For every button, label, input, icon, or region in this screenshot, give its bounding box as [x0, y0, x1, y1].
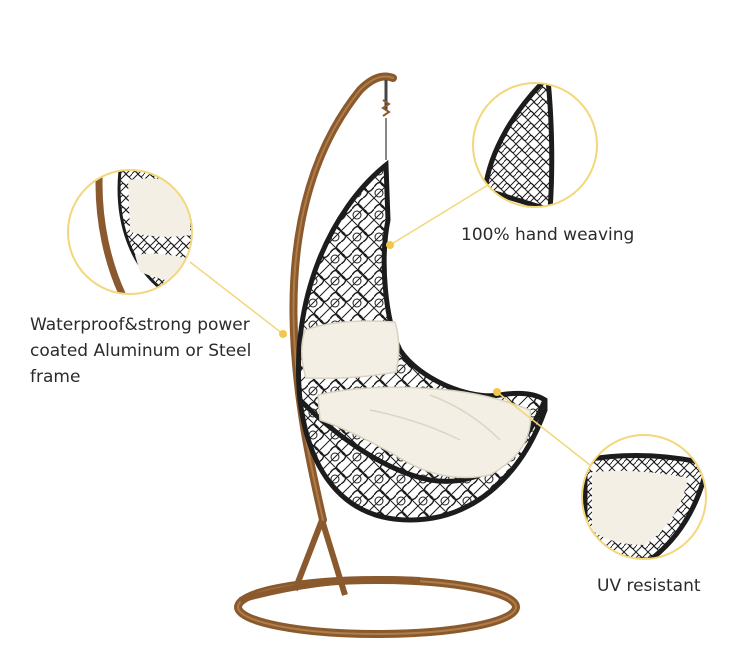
- frame-label-line-3: frame: [30, 367, 81, 387]
- callout-label-uv: UV resistant: [597, 576, 701, 596]
- chair-cushions: [301, 320, 532, 479]
- callout-lines: [189, 184, 591, 466]
- callout-uv-detail: [581, 434, 707, 560]
- callout-weaving-detail: [472, 82, 598, 208]
- frame-label-line-1: Waterproof&strong power: [30, 315, 250, 335]
- stand-frame: [234, 72, 520, 638]
- callout-label-weaving: 100% hand weaving: [461, 225, 635, 245]
- frame-label-line-2: coated Aluminum or Steel: [30, 341, 252, 361]
- callout-dots: [279, 241, 501, 396]
- callout-label-frame: Waterproof&strong power coated Aluminum …: [30, 312, 251, 390]
- callout-frame-detail: [67, 169, 193, 295]
